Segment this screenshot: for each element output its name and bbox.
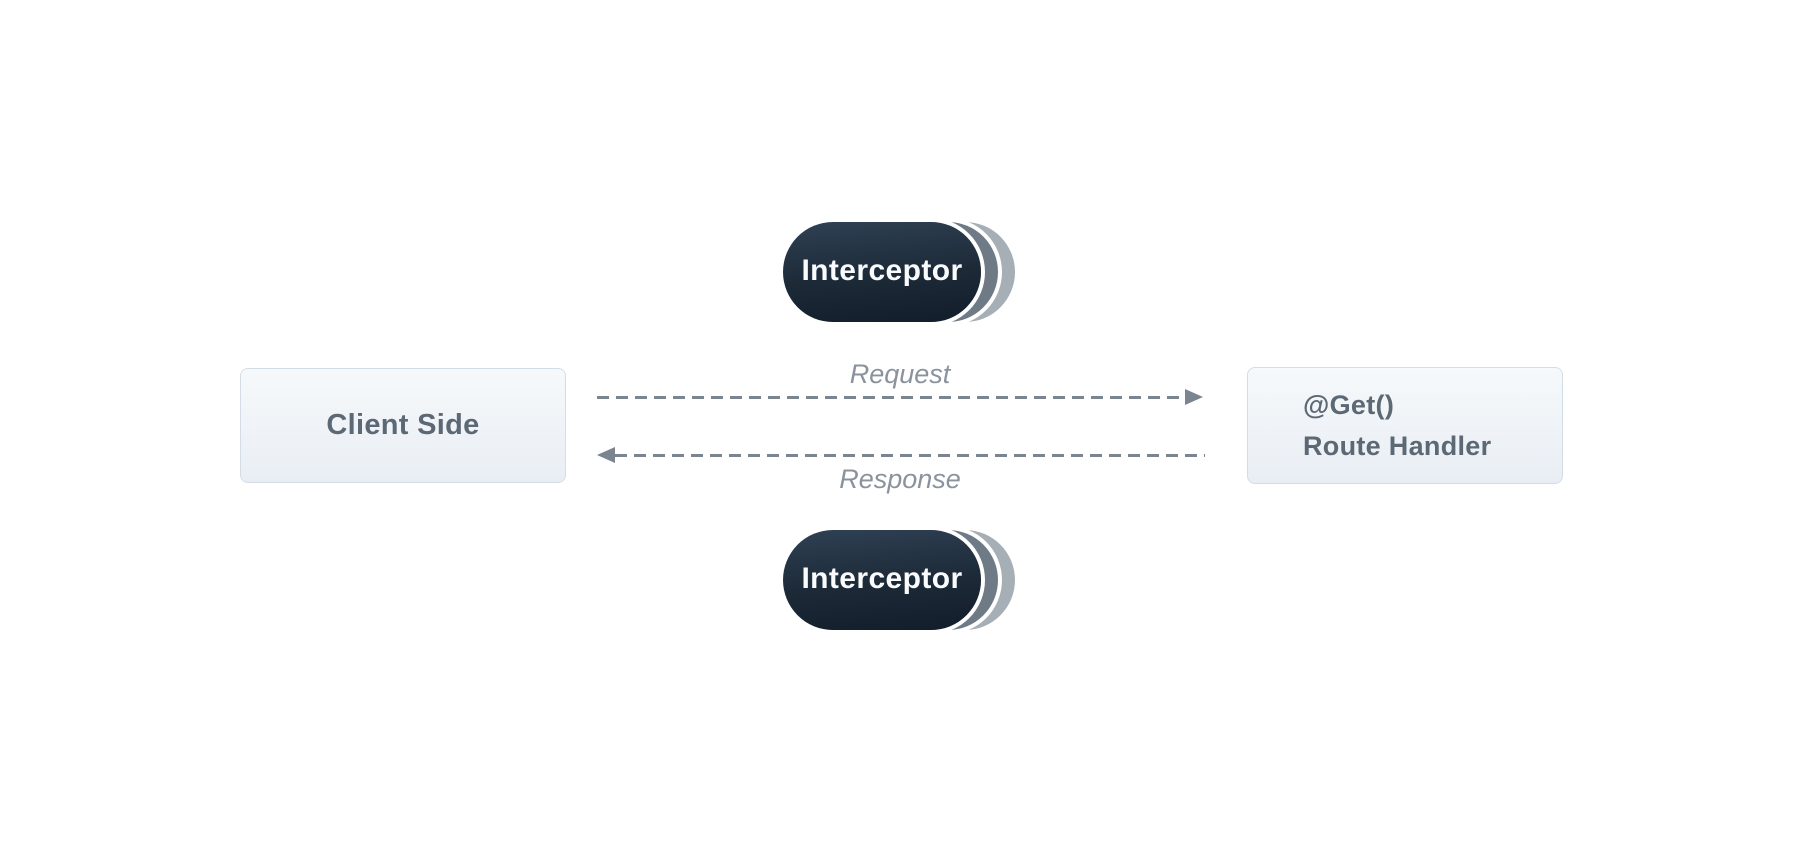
interceptor-pill-bottom: Interceptor [783, 530, 981, 630]
request-label: Request [849, 359, 951, 389]
interceptor-top-label: Interceptor [801, 254, 963, 287]
interceptor-bottom-label: Interceptor [801, 562, 963, 595]
arrowhead-left-icon [597, 447, 615, 463]
route-handler-box: @Get() Route Handler [1247, 367, 1563, 484]
response-label: Response [839, 464, 961, 494]
arrowhead-right-icon [1185, 389, 1203, 405]
client-side-box: Client Side [240, 368, 566, 483]
request-arrow-line [597, 396, 1185, 399]
interceptor-pill-top: Interceptor [783, 222, 981, 322]
client-side-label: Client Side [326, 409, 480, 441]
interceptor-pill-group-bottom: Interceptor [783, 530, 1019, 630]
response-arrow-line [615, 454, 1205, 457]
route-handler-decorator: @Get() [1303, 389, 1395, 420]
route-handler-label: Route Handler [1303, 430, 1492, 461]
interceptor-pill-group-top: Interceptor [783, 222, 1019, 322]
